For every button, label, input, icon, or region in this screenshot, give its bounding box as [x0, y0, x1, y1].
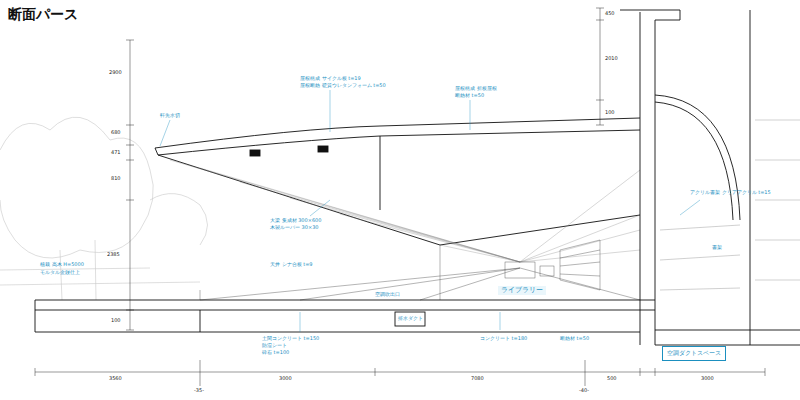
annotation-label: 木製ルーバー 30×30 — [270, 225, 319, 231]
dimension-label: 500 — [606, 376, 618, 382]
annotation-label: 断熱材 t=50 — [455, 93, 484, 99]
annotation-label: 書架 — [712, 245, 722, 251]
annotation-label: 防湿シート — [262, 343, 287, 349]
annotation-label: 排水ダクト — [398, 316, 423, 322]
annotation-label: 土間コンクリート t=150 — [262, 336, 319, 342]
dimension-label: 810 — [110, 176, 122, 182]
dimension-label: -40- — [578, 388, 590, 394]
annotation-label: アクリル書架 クリアアクリル t=15 — [690, 190, 771, 196]
dimension-label: 471 — [110, 150, 122, 156]
annotation-label: コンクリート t=180 — [480, 336, 527, 342]
annotation-label: 空調吹出口 — [375, 292, 400, 298]
annotation-label: 天井 シナ合板 t=9 — [270, 262, 313, 268]
dimension-label: 680 — [110, 130, 122, 136]
annotation-label: 砕石 t=100 — [262, 350, 289, 356]
dimension-label: 100 — [110, 318, 122, 324]
dimension-label: 3000 — [700, 376, 715, 382]
annotation-label: 大梁 集成材 300×600 — [270, 218, 321, 224]
dimension-label: 7080 — [470, 376, 485, 382]
drawing-title: 断面パース — [8, 6, 78, 24]
annotation-label: 屋根断熱 硬質ウレタンフォーム t=50 — [300, 83, 386, 89]
space-box: 空調ダクトスペース — [662, 346, 726, 361]
dimension-label: 450 — [604, 11, 616, 17]
dimension-label: 2010 — [604, 56, 619, 62]
dimension-label: 2900 — [108, 70, 123, 76]
annotation-label: 屋根構成 サイクル板 t=19 — [300, 76, 361, 82]
annotation-label: 軒先水切 — [160, 113, 180, 119]
annotation-label: 屋根構成 折板屋根 — [455, 86, 497, 92]
annotation-label: ライブラリー — [498, 286, 546, 295]
dimension-label: 3000 — [278, 376, 293, 382]
annotation-label: モルタル金鏝仕上 — [40, 270, 80, 276]
dimension-label: 3560 — [108, 376, 123, 382]
dimension-label: 2385 — [106, 252, 121, 258]
annotation-label: 断熱材 t=50 — [560, 336, 589, 342]
dimension-label: -35- — [193, 388, 205, 394]
box-text: 空調ダクトスペース — [667, 349, 721, 358]
annotation-label: 植栽 高木 H=5000 — [40, 262, 84, 268]
dimension-label: 100 — [604, 110, 616, 116]
